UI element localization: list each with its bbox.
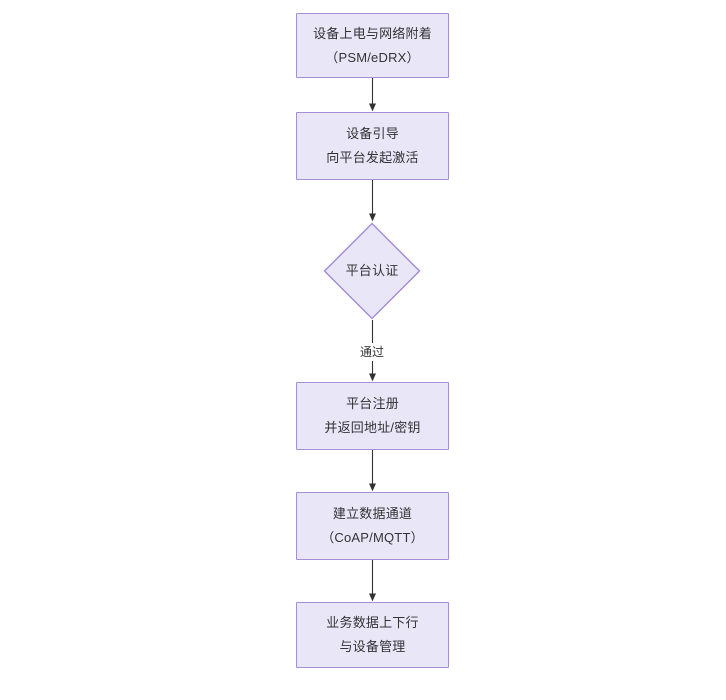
node-label-line2: 与设备管理: [339, 639, 406, 654]
node-platform-authentication[interactable]: 平台认证: [323, 222, 421, 320]
node-label-line2: （CoAP/MQTT）: [321, 530, 424, 545]
node-label-line2: （PSM/eDRX）: [325, 49, 420, 65]
node-business-data-and-device-management[interactable]: 业务数据上下行 与设备管理: [296, 602, 449, 668]
node-label-line1: 设备上电与网络附着: [313, 25, 432, 41]
node-establish-data-channel[interactable]: 建立数据通道 （CoAP/MQTT）: [296, 492, 449, 560]
node-label-line1: 平台认证: [345, 263, 399, 278]
node-label-line1: 设备引导: [346, 126, 399, 141]
node-label-line1: 平台注册: [346, 396, 399, 411]
node-label-line2: 向平台发起激活: [326, 150, 419, 165]
node-device-power-on[interactable]: 设备上电与网络附着 （PSM/eDRX）: [296, 13, 449, 78]
edge-label-text: 通过: [359, 345, 385, 359]
node-platform-registration[interactable]: 平台注册 并返回地址/密钥: [296, 382, 449, 450]
node-label-line2: 并返回地址/密钥: [324, 420, 421, 435]
edge-label-pass: 通过: [356, 343, 388, 361]
diamond-shape: [323, 222, 421, 320]
node-device-bootstrap[interactable]: 设备引导 向平台发起激活: [296, 112, 449, 180]
node-label-line1: 建立数据通道: [332, 506, 413, 521]
node-label-line1: 业务数据上下行: [326, 615, 419, 630]
